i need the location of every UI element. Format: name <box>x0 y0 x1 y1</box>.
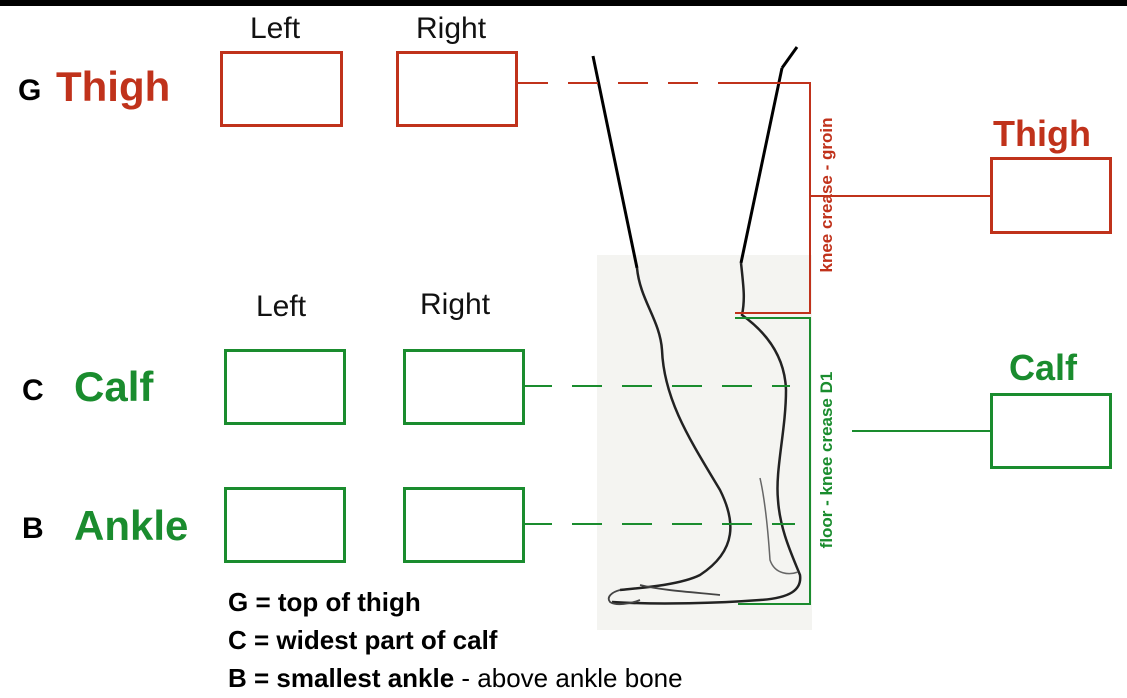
ankle-row-label: Ankle <box>74 505 188 547</box>
legend-item-thigh: G = top of thigh <box>228 589 421 615</box>
thigh-outline-right <box>782 47 797 68</box>
ankle-letter: B <box>22 514 44 544</box>
thigh-length-label: knee crease - groin <box>817 118 836 273</box>
calf-right-column-label: Right <box>420 290 490 320</box>
calf-left-column-label: Left <box>256 292 306 322</box>
ankle-left-input[interactable] <box>224 487 346 563</box>
calf-length-label: floor - knee crease D1 <box>817 372 836 549</box>
calf-letter: C <box>22 376 44 406</box>
thigh-outline-left <box>593 56 637 268</box>
thigh-letter: G <box>18 76 41 106</box>
side-calf-label: Calf <box>1009 350 1077 386</box>
ankle-right-input[interactable] <box>403 487 525 563</box>
calf-row-label: Calf <box>74 366 153 408</box>
legend-thigh-text: G = top of thigh <box>228 587 421 617</box>
side-calf-input[interactable] <box>990 393 1112 469</box>
legend-item-ankle: B = smallest ankle - above ankle bone <box>228 665 683 691</box>
thigh-right-column-label: Right <box>416 14 486 44</box>
calf-left-input[interactable] <box>224 349 346 425</box>
side-thigh-label: Thigh <box>993 116 1091 152</box>
thigh-row-label: Thigh <box>56 66 170 108</box>
legend-ankle-text: B = smallest ankle <box>228 663 454 693</box>
thigh-left-column-label: Left <box>250 14 300 44</box>
thigh-right-input[interactable] <box>396 51 518 127</box>
sketch-backdrop <box>597 255 812 630</box>
calf-right-input[interactable] <box>403 349 525 425</box>
thigh-outline-right-2 <box>741 68 782 263</box>
legend-calf-text: C = widest part of calf <box>228 625 497 655</box>
thigh-left-input[interactable] <box>220 51 343 127</box>
legend-ankle-note: - above ankle bone <box>454 663 682 693</box>
side-thigh-input[interactable] <box>990 157 1112 234</box>
legend-item-calf: C = widest part of calf <box>228 627 497 653</box>
